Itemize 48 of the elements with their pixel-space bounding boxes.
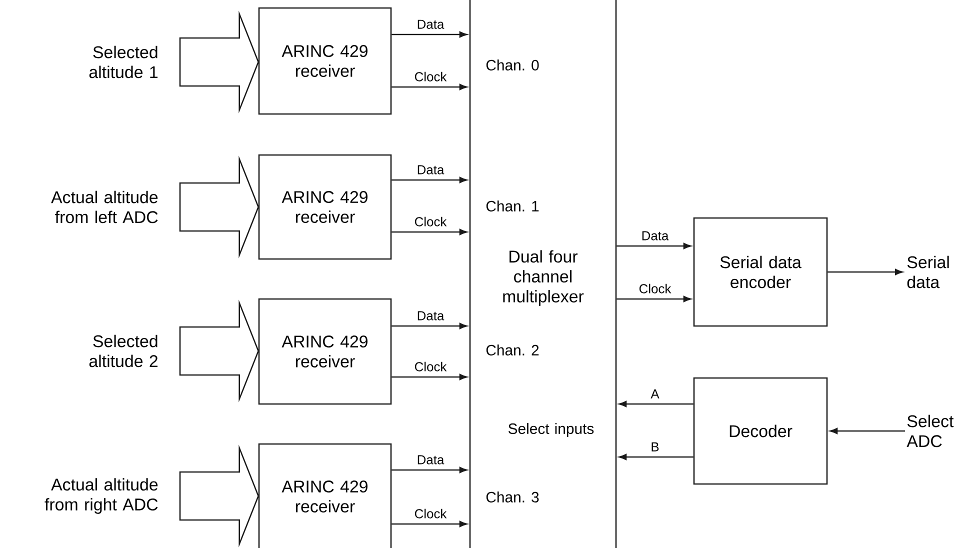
- edge-label: Data: [640, 230, 670, 242]
- arrow: [392, 322, 468, 330]
- box-text: Chan. 1: [486, 200, 539, 212]
- arrow: [392, 84, 468, 90]
- block-arrow: [179, 444, 260, 548]
- edge-label: Data: [416, 310, 446, 322]
- box-text: Chan. 2: [486, 344, 539, 356]
- signal-label: Serial data: [907, 256, 949, 288]
- arrow: [392, 228, 468, 236]
- edge-label: Data: [416, 18, 446, 30]
- arrow: [392, 31, 468, 38]
- edge-label: Clock: [413, 70, 448, 82]
- arrow: [392, 466, 468, 474]
- arrow: [618, 454, 694, 460]
- arrow: [616, 296, 692, 302]
- arrow: [616, 242, 692, 250]
- input-label: Actual altitude from left ADC: [51, 190, 158, 224]
- edge-label: Clock: [638, 282, 672, 294]
- process-box: Serial data encoder: [693, 217, 828, 327]
- process-box: ARINC 429 receiver: [258, 7, 392, 115]
- arrow: [830, 428, 905, 434]
- block-arrow: [179, 156, 260, 258]
- process-box: Decoder: [693, 377, 828, 485]
- arrow: [392, 520, 468, 528]
- edge-label: Data: [416, 164, 446, 176]
- arrow: [828, 268, 903, 276]
- edge-label: Clock: [413, 216, 448, 228]
- box-text: Dual four channel multiplexer: [503, 250, 584, 306]
- signal-label: Select ADC: [906, 414, 954, 448]
- box-text: Chan. 3: [486, 492, 539, 502]
- box-text: Select inputs: [508, 423, 594, 437]
- input-label: Selected altitude 2: [89, 334, 158, 368]
- edge-label: A: [650, 388, 660, 400]
- block-arrow: [179, 10, 260, 114]
- arrow: [392, 176, 468, 184]
- input-label: Actual altitude from right ADC: [44, 478, 158, 514]
- box-text: Chan. 0: [486, 60, 539, 70]
- edge-label: Clock: [413, 360, 448, 372]
- process-box: ARINC 429 receiver: [258, 154, 392, 260]
- edge-label: Data: [416, 454, 446, 466]
- block-arrow: [179, 300, 260, 402]
- arrow: [392, 374, 468, 380]
- arrow: [618, 400, 694, 408]
- process-box: ARINC 429 receiver: [258, 298, 392, 405]
- input-label: Selected altitude 1: [89, 46, 158, 78]
- edge-label: B: [650, 441, 660, 452]
- process-box: ARINC 429 receiver: [258, 443, 392, 548]
- edge-label: Clock: [413, 508, 448, 520]
